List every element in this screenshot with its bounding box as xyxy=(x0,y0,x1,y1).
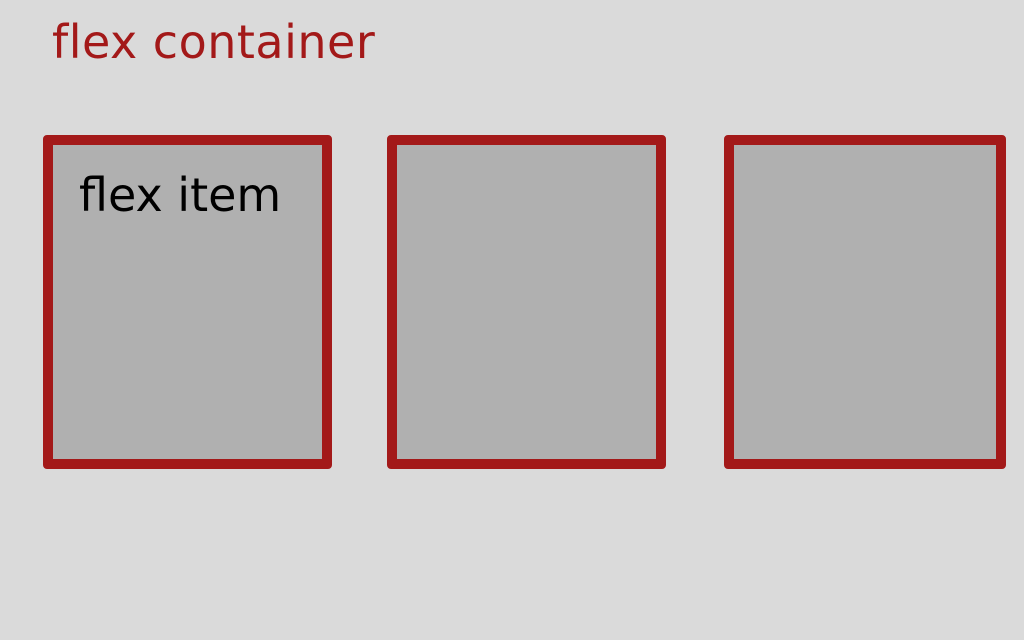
flex-item-label: flex item xyxy=(79,168,282,222)
flex-item-3 xyxy=(724,135,1006,469)
flex-container-label: flex container xyxy=(52,15,376,69)
flex-item-2 xyxy=(387,135,666,469)
flex-item-1: flex item xyxy=(43,135,332,469)
